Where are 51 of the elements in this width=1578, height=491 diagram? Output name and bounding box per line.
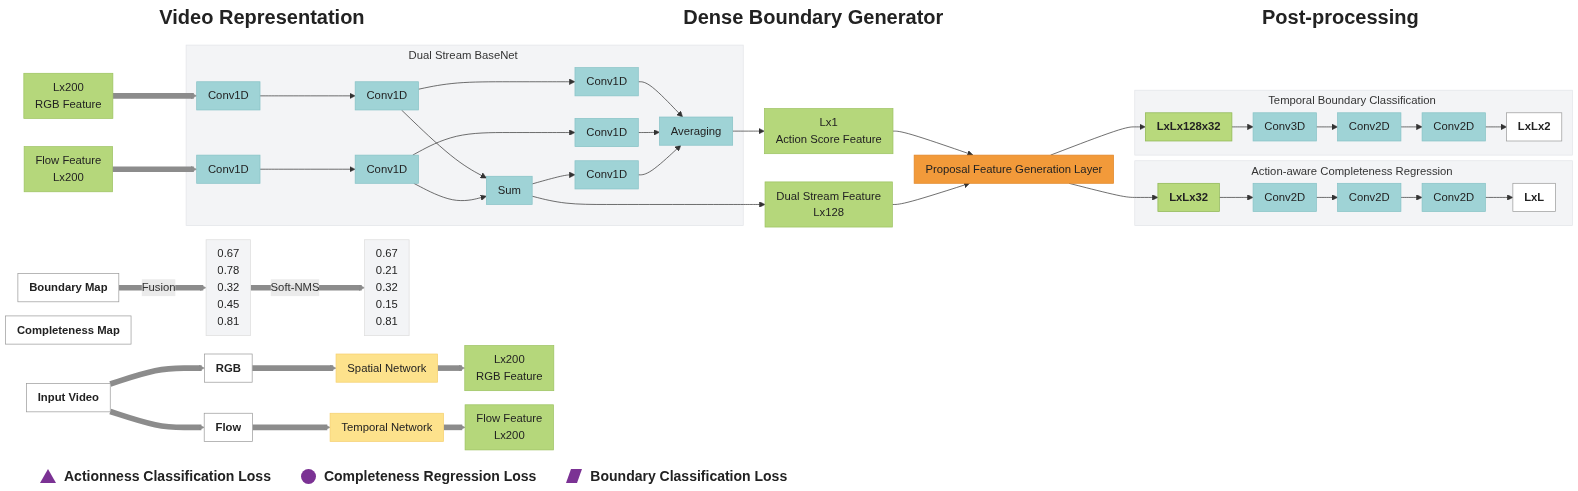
node-box: Temporal Network <box>329 412 444 442</box>
node-box: 0.67 0.21 0.32 0.15 0.81 <box>364 239 410 336</box>
node-box: Conv1D <box>196 154 261 184</box>
arrow <box>112 166 197 173</box>
node-box: Conv1D <box>354 81 419 111</box>
node-box: LxLx128x32 <box>1145 112 1233 142</box>
node-box: Conv2D <box>1337 112 1402 142</box>
arrow <box>437 365 466 372</box>
arrow <box>252 424 331 431</box>
node-box: LxLx32 <box>1157 182 1220 212</box>
node-box: Proposal Feature Generation Layer <box>913 154 1114 184</box>
node-box: Conv1D <box>574 118 639 147</box>
arrow <box>109 408 205 431</box>
node-box: Flow Feature Lx200 <box>23 146 113 193</box>
node-box: Conv1D <box>354 154 419 184</box>
node-box: Conv1D <box>574 67 639 97</box>
section-title: Dense Boundary Generator <box>683 5 944 29</box>
arrow <box>109 365 205 387</box>
node-box: Sum <box>486 175 533 205</box>
node-box: Completeness Map <box>5 315 132 345</box>
node-box: Lx200 RGB Feature <box>23 72 114 119</box>
node-box: Conv2D <box>1421 112 1486 142</box>
arrow <box>442 424 466 431</box>
node-box: Conv2D <box>1252 182 1317 212</box>
node-box: Boundary Map <box>17 273 120 303</box>
node-box: Flow <box>203 412 253 442</box>
node-box: Lx1 Action Score Feature <box>764 108 894 155</box>
section-title: Video Representation <box>159 5 365 29</box>
node-box: Input Video <box>26 383 111 413</box>
node-box: Conv1D <box>574 160 639 190</box>
edge-label: Soft-NMS <box>270 281 320 294</box>
arrow <box>252 365 337 372</box>
arrow <box>112 92 197 99</box>
node-box: Conv1D <box>196 81 261 111</box>
node-box: 0.67 0.78 0.32 0.45 0.81 <box>205 239 251 336</box>
legend-label: Boundary Classification Loss <box>590 468 788 484</box>
node-box: Spatial Network <box>335 353 438 383</box>
node-box: Flow Feature Lx200 <box>464 404 554 451</box>
node-box: Dual Stream Feature Lx128 <box>764 181 893 228</box>
node-box: Conv2D <box>1337 182 1402 212</box>
node-box: Conv2D <box>1421 182 1486 212</box>
edge-label: Fusion <box>141 281 176 294</box>
node-box: LxLx2 <box>1506 112 1563 142</box>
node-box: Lx200 RGB Feature <box>464 345 555 392</box>
legend-label: Completeness Regression Loss <box>323 468 537 484</box>
node-box: RGB <box>204 353 253 383</box>
node-box: LxL <box>1512 182 1556 212</box>
node-box: Averaging <box>659 116 733 146</box>
node-box: Conv3D <box>1252 112 1317 142</box>
section-title: Post-processing <box>1261 5 1419 29</box>
legend-label: Actionness Classification Loss <box>64 468 271 484</box>
